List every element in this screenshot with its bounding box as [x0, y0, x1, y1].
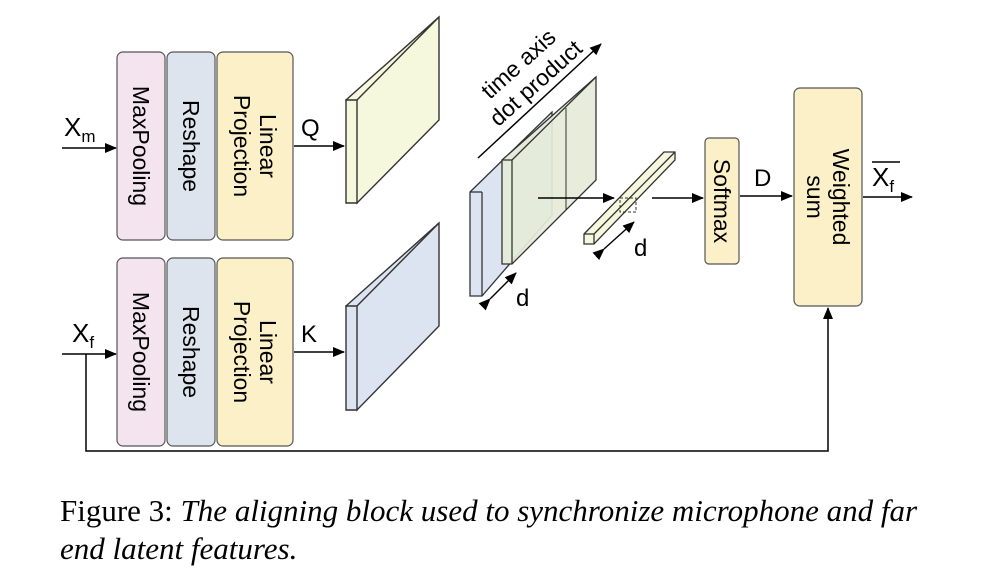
svg-text:Xf: Xf: [72, 318, 94, 352]
svg-text:sum: sum: [802, 175, 828, 218]
input-xm: Xm: [64, 112, 96, 146]
svg-text:Linear: Linear: [255, 320, 281, 384]
k-tensor-slab: [345, 221, 440, 412]
svg-text:Projection: Projection: [229, 301, 255, 403]
softmax-block: [704, 137, 740, 265]
dot-product-stack: [469, 75, 597, 297]
caption-text: The aligning block used to synchronize m…: [60, 493, 918, 566]
d-dim-arrow-stack: [478, 272, 517, 311]
maxpooling-label-bottom: MaxPooling: [128, 292, 154, 412]
svg-text:Xf: Xf: [872, 162, 894, 196]
maxpooling-block-bottom: [116, 257, 166, 447]
caption-figure-label: Figure 3:: [60, 493, 173, 528]
q-tensor-slab: [345, 15, 440, 205]
figure-caption: Figure 3: The aligning block used to syn…: [60, 492, 930, 568]
softmax-label: Softmax: [709, 159, 735, 244]
maxpooling-block-top: [116, 51, 166, 241]
weighted-sum-block: [793, 87, 863, 307]
k-label: K: [301, 321, 317, 348]
weighted-sum-label: Weighted sum: [802, 149, 854, 246]
linear-projection-block-bottom: [216, 257, 294, 447]
output-xf-aligned: Xf: [872, 161, 900, 196]
svg-text:Linear: Linear: [255, 114, 281, 178]
q-label: Q: [301, 115, 320, 142]
score-vector: [583, 151, 676, 245]
linear-projection-label-top: Linear Projection: [229, 95, 281, 197]
maxpooling-label-top: MaxPooling: [128, 86, 154, 206]
reshape-block-bottom: [166, 257, 216, 447]
aligning-block-diagram: Xm MaxPooling Reshape Linear Projection …: [62, 15, 913, 452]
xf-skip-connection: [85, 307, 833, 452]
svg-text:Xm: Xm: [64, 112, 96, 146]
d-dim-arrow-score: [592, 221, 635, 261]
reshape-label-bottom: Reshape: [178, 306, 204, 398]
d-dim-label-stack: d: [516, 285, 529, 312]
svg-text:Projection: Projection: [229, 95, 255, 197]
linear-projection-block-top: [216, 51, 294, 241]
svg-text:Weighted: Weighted: [828, 149, 854, 246]
time-axis-arrow: [477, 43, 602, 159]
linear-projection-label-bottom: Linear Projection: [229, 301, 281, 403]
input-xf: Xf: [72, 318, 94, 352]
d-output-label: D: [754, 165, 771, 192]
d-dim-label-score: d: [634, 235, 647, 262]
reshape-label-top: Reshape: [178, 100, 204, 192]
reshape-block-top: [166, 51, 216, 241]
